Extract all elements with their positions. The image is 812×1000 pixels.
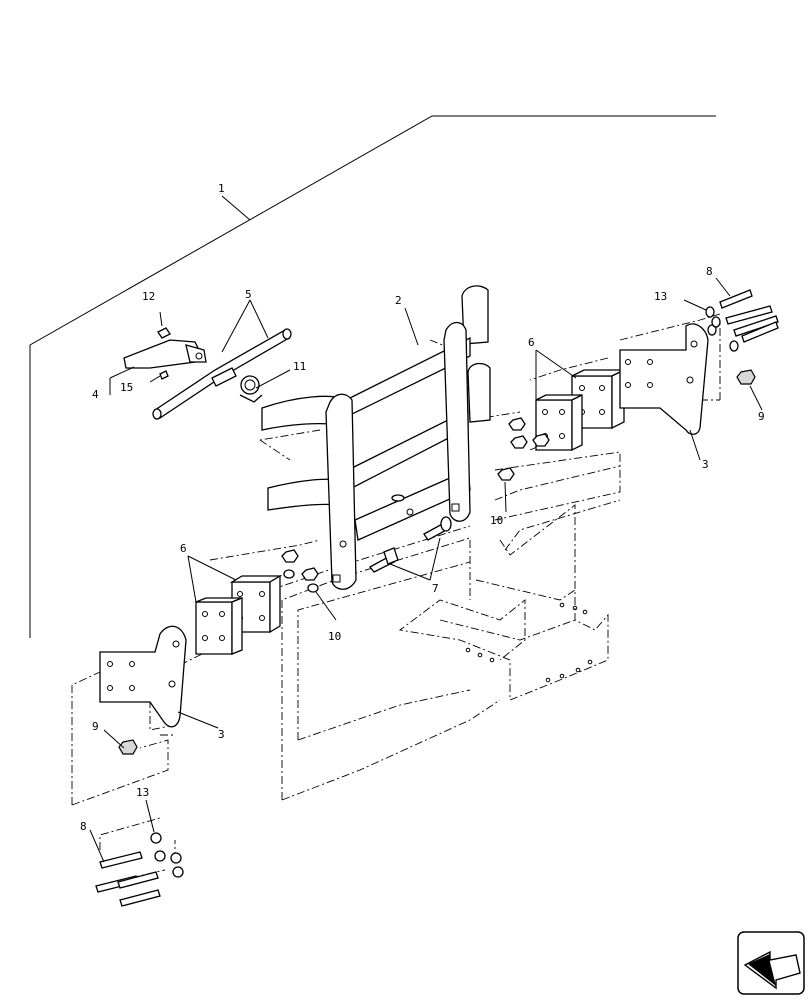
callout-10-right: 10	[490, 514, 503, 527]
callout-8-right: 8	[706, 265, 713, 278]
callout-6-left: 6	[180, 542, 187, 555]
callout-6-right: 6	[528, 336, 535, 349]
mounting-nuts	[118, 369, 756, 755]
hose-group	[152, 328, 292, 420]
callout-15: 15	[120, 381, 133, 394]
lever-catch	[109, 327, 207, 395]
callout-3-right: 3	[702, 458, 709, 471]
leader-lines	[89, 277, 763, 863]
guard-bolts	[369, 516, 452, 573]
callout-9-left: 9	[92, 720, 99, 733]
left-mounting-plate	[99, 625, 187, 728]
callout-5: 5	[245, 288, 252, 301]
callout-9-right: 9	[758, 410, 765, 423]
callout-1: 1	[218, 182, 225, 195]
callout-2: 2	[395, 294, 402, 307]
callout-7: 7	[432, 582, 439, 595]
callout-8-left: 8	[80, 820, 87, 833]
right-bolts-washers	[705, 289, 779, 352]
left-spacer-blocks	[195, 574, 283, 655]
assembly-bracket-line	[29, 115, 716, 638]
right-spacer-blocks	[535, 368, 625, 452]
callout-12: 12	[142, 290, 155, 303]
callout-labels: 1 2 5 12 11 4 15 6 8 13 9 3 10 7 6 10 3 …	[80, 182, 765, 833]
callout-11: 11	[293, 360, 306, 373]
center-nuts	[281, 417, 550, 593]
callout-4: 4	[92, 388, 99, 401]
callout-3-left: 3	[218, 728, 225, 741]
left-bolts-washers	[95, 832, 184, 907]
front-guard-assembly	[261, 285, 491, 590]
next-page-arrow-icon[interactable]	[737, 931, 805, 995]
callout-10-left: 10	[328, 630, 341, 643]
callout-13-right: 13	[654, 290, 667, 303]
callout-13-left: 13	[136, 786, 149, 799]
right-mounting-plate	[619, 323, 709, 435]
